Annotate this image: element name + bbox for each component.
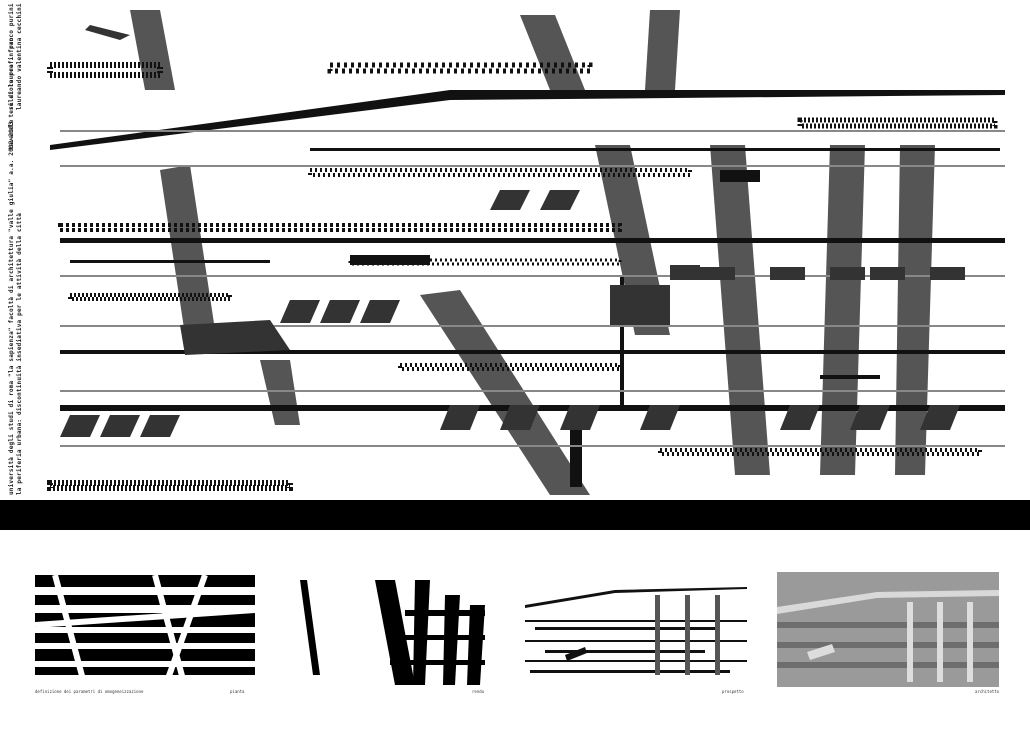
side-text-university: università degli studi di roma "la sapie…: [8, 37, 15, 495]
caption-render-label: rendu: [472, 689, 485, 694]
caption-elevation: prospetto: [722, 689, 744, 694]
side-text-student: laureando valentina cecchini: [16, 3, 23, 110]
caption-architect: architetto: [975, 689, 1000, 694]
thumbnail-plan: [295, 575, 490, 687]
main-plan-drawing: [47, 10, 1005, 495]
thumbnail-elevation: [525, 575, 747, 687]
thumbnail-parameters: [35, 575, 255, 687]
divider-band: [0, 500, 1030, 530]
caption-parameters: definizione dei parametri di omogeneizza…: [35, 689, 144, 694]
caption-plan: pianta: [230, 689, 245, 694]
side-text-thesis-title: la periferia urbana: discontinuità insed…: [16, 212, 23, 495]
thumbnail-render: [777, 572, 999, 687]
